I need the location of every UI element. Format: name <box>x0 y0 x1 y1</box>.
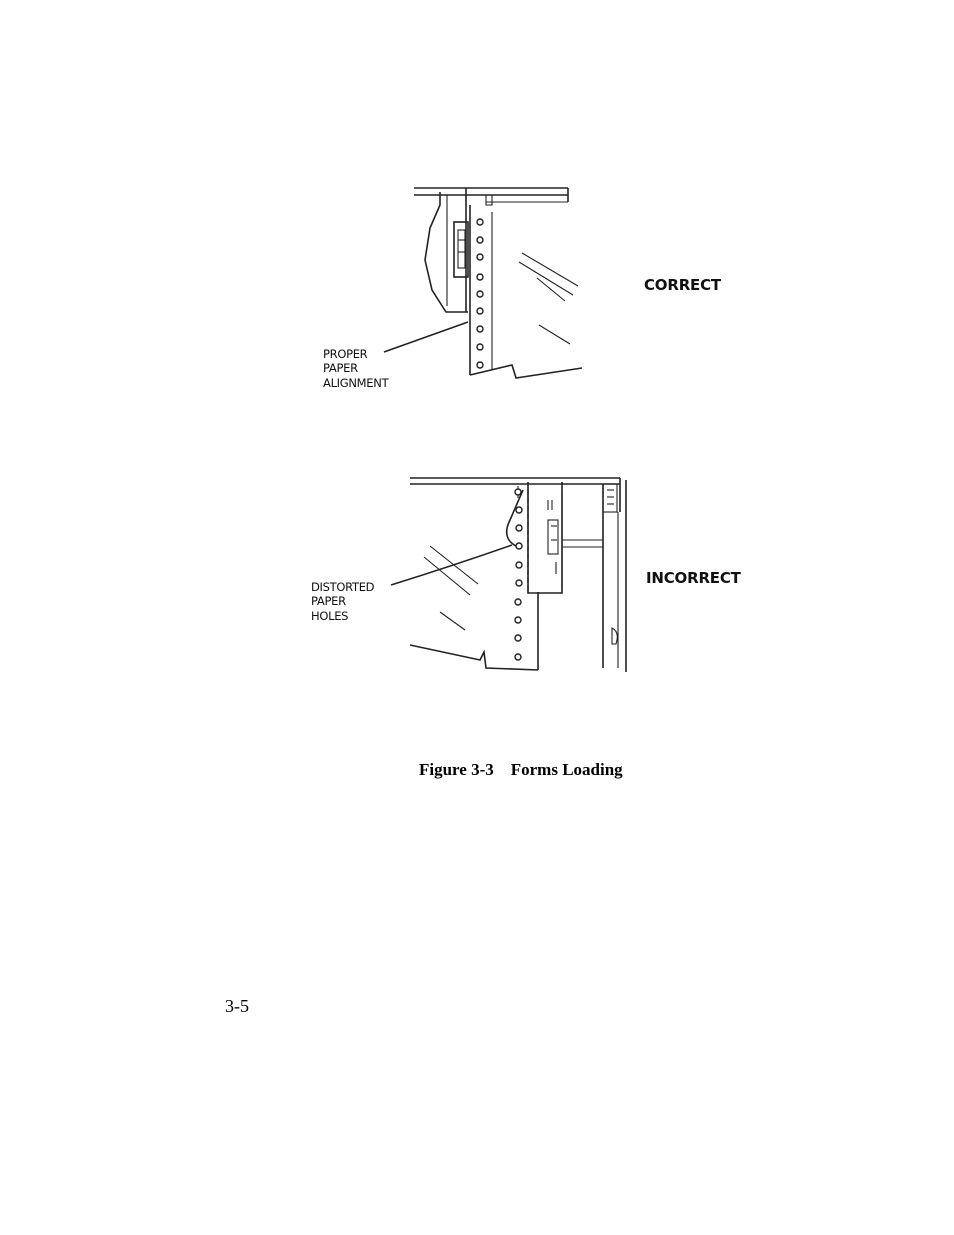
sprocket-holes-incorrect <box>514 488 523 661</box>
sprocket-holes-correct <box>476 218 484 369</box>
incorrect-loading-diagram <box>390 477 627 672</box>
correct-loading-diagram <box>383 187 583 379</box>
callout-line-1: PROPER <box>323 347 368 361</box>
incorrect-label: INCORRECT <box>646 569 742 587</box>
figure-caption: Figure 3-3 Forms Loading <box>419 760 623 779</box>
page-number: 3-5 <box>225 996 249 1016</box>
callout-line-3: ALIGNMENT <box>323 376 390 390</box>
correct-label: CORRECT <box>644 276 722 294</box>
callout-line-1: DISTORTED <box>311 580 375 594</box>
callout-line-2: PAPER <box>323 361 358 375</box>
callout-line-3: HOLES <box>311 609 348 623</box>
callout-line-2: PAPER <box>311 594 346 608</box>
